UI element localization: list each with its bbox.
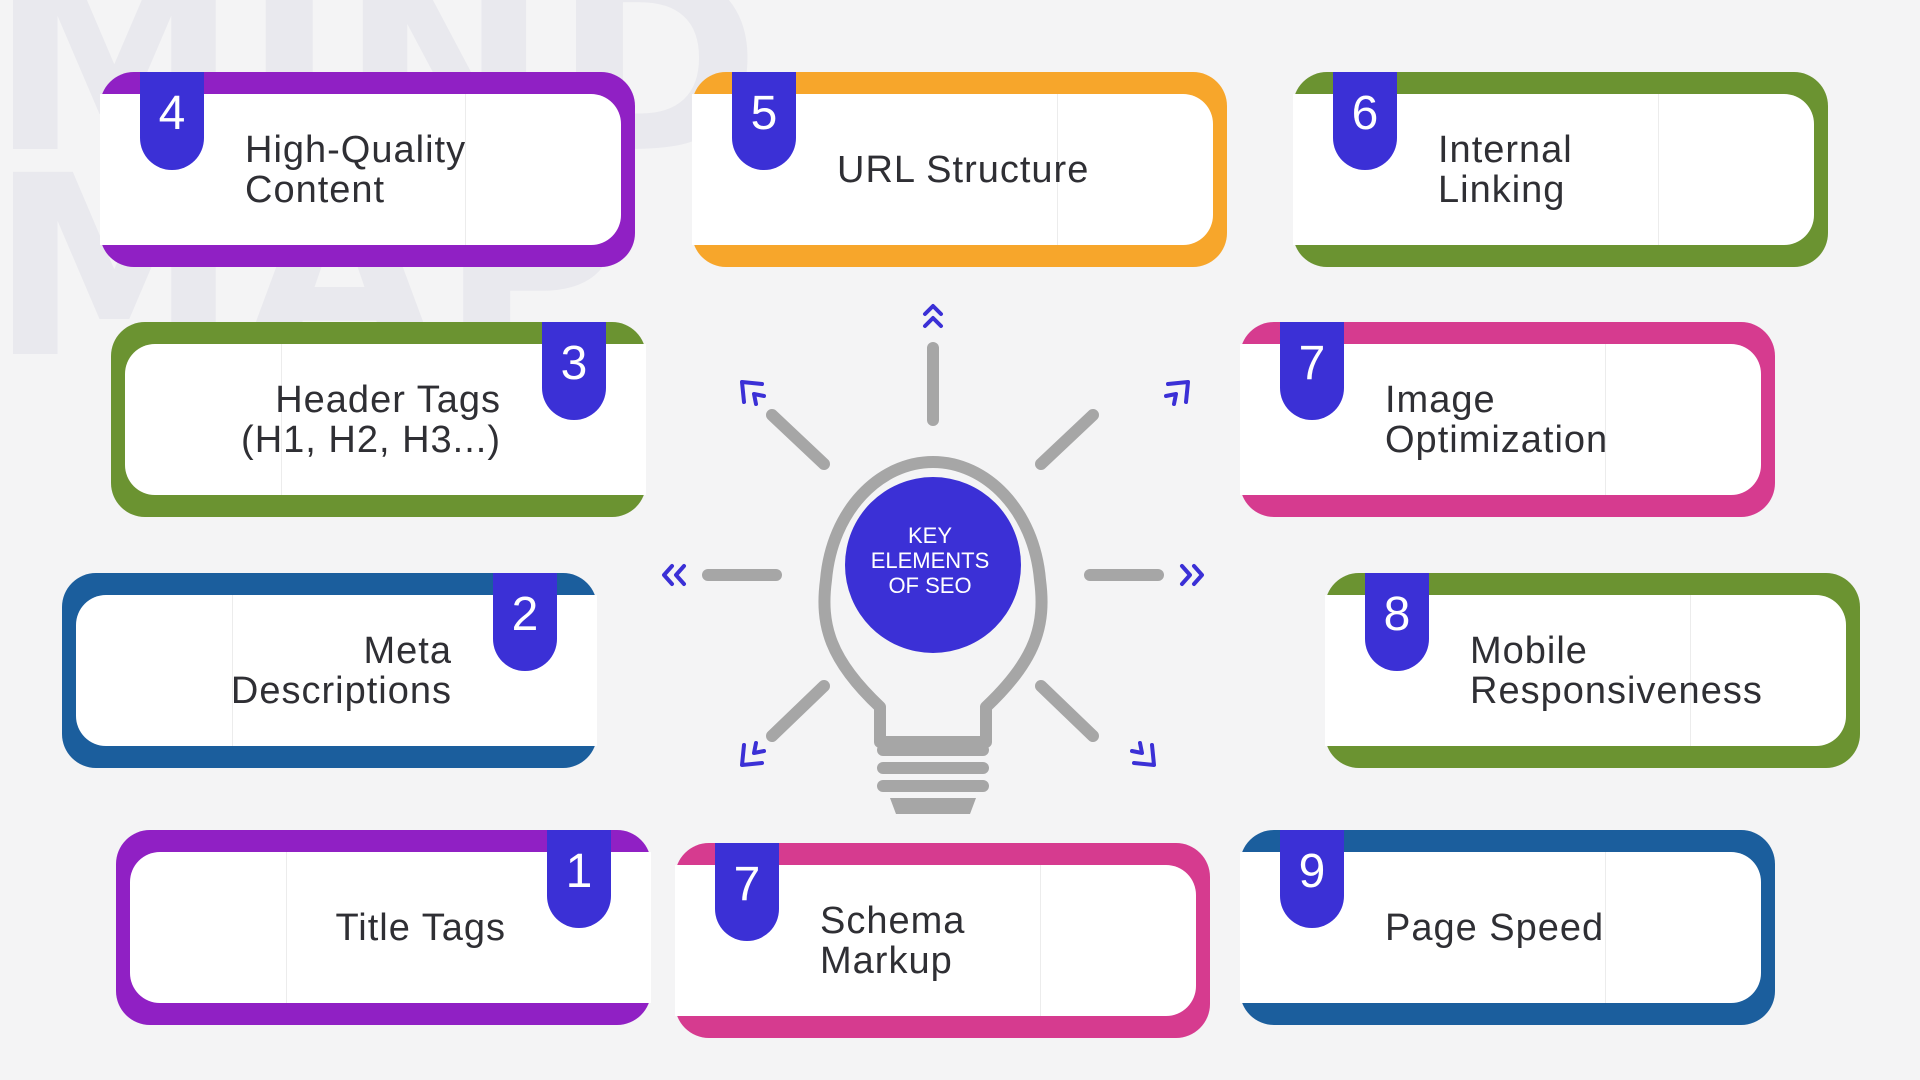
arrow-up-left: [740, 380, 766, 406]
number-badge: 8: [1365, 573, 1429, 671]
rays: [702, 342, 1164, 742]
center-line: KEY: [907, 523, 953, 548]
number-badge: 3: [542, 322, 606, 420]
ray-top-left: [766, 409, 830, 470]
card-divider: [281, 344, 282, 495]
arrow-left: [662, 564, 686, 586]
card-divider: [286, 852, 287, 1003]
card-high-quality-content: 4 High-Quality Content: [100, 72, 635, 267]
bulb-base: [877, 744, 989, 814]
arrow-down-left: [740, 741, 766, 767]
lightbulb-diagram: [662, 304, 1204, 814]
ray-bottom-left: [766, 680, 830, 742]
number-badge: 1: [547, 830, 611, 928]
card-label: Page Speed: [1385, 906, 1605, 949]
bulb-core: [845, 477, 1021, 653]
card-label: Meta Descriptions: [230, 629, 452, 712]
number-badge: 7: [715, 843, 779, 941]
card-image-optimization: 7 Image Optimization: [1240, 322, 1775, 517]
arrow-up: [923, 304, 943, 328]
number-badge: 6: [1333, 72, 1397, 170]
arrow-down-right: [1130, 741, 1156, 767]
number-badge: 4: [140, 72, 204, 170]
card-divider: [1658, 94, 1659, 245]
card-schema-markup: 7 Schema Markup: [675, 843, 1210, 1038]
card-divider: [1057, 94, 1058, 245]
number-badge: 7: [1280, 322, 1344, 420]
card-header-tags: 3 Header Tags (H1, H2, H3...): [111, 322, 646, 517]
number-badge: 9: [1280, 830, 1344, 928]
card-label: Internal Linking: [1438, 128, 1573, 211]
ray-top-right: [1035, 409, 1099, 470]
card-label: Title Tags: [335, 906, 506, 949]
card-divider: [1605, 344, 1606, 495]
card-label: Mobile Responsiveness: [1470, 629, 1763, 712]
card-label: Schema Markup: [820, 899, 966, 982]
card-url-structure: 5 URL Structure: [692, 72, 1227, 267]
card-divider: [1040, 865, 1041, 1016]
arrow-up-right: [1164, 380, 1190, 406]
card-divider: [1690, 595, 1691, 746]
center-line: OF SEO: [888, 573, 972, 598]
bulb-outline: [818, 456, 1048, 748]
card-mobile-responsiveness: 8 Mobile Responsiveness: [1325, 573, 1860, 768]
card-label: URL Structure: [837, 148, 1090, 191]
card-divider: [1605, 852, 1606, 1003]
arrows: [662, 304, 1204, 767]
arrow-right: [1180, 564, 1204, 586]
card-title-tags: 1 Title Tags: [116, 830, 651, 1025]
card-label: Image Optimization: [1385, 378, 1609, 461]
card-internal-linking: 6 Internal Linking: [1293, 72, 1828, 267]
card-meta-descriptions: 2 Meta Descriptions: [62, 573, 597, 768]
ray-bottom-right: [1035, 680, 1099, 742]
center-title: KEY ELEMENTS OF SEO: [840, 523, 1020, 598]
card-divider: [465, 94, 466, 245]
card-label: Header Tags (H1, H2, H3...): [241, 378, 501, 461]
number-badge: 5: [732, 72, 796, 170]
center-line: ELEMENTS: [870, 548, 990, 573]
card-page-speed: 9 Page Speed: [1240, 830, 1775, 1025]
card-divider: [232, 595, 233, 746]
number-badge: 2: [493, 573, 557, 671]
card-label: High-Quality Content: [245, 128, 467, 211]
